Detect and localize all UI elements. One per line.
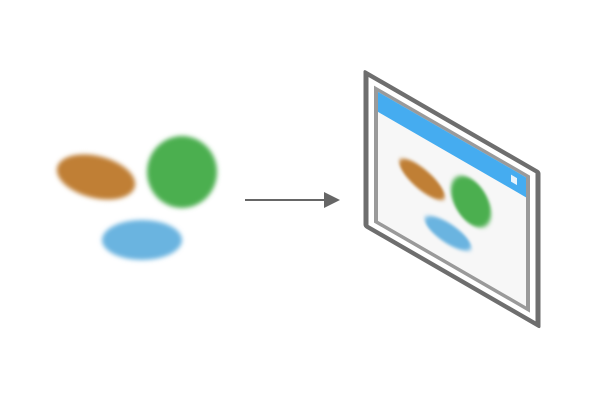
green-blob: [147, 136, 217, 208]
screen-inner-border: [374, 85, 530, 313]
window-control-icon: [511, 174, 517, 186]
title-bar: [378, 91, 526, 198]
screen-blue-blob: [425, 216, 471, 251]
screen-green-blob: [451, 175, 491, 228]
source-blobs: [56, 136, 217, 260]
window-screen-icon: [363, 70, 541, 329]
blue-blob: [102, 220, 182, 260]
orange-blob: [56, 154, 136, 200]
screen-orange-blob: [399, 158, 445, 200]
